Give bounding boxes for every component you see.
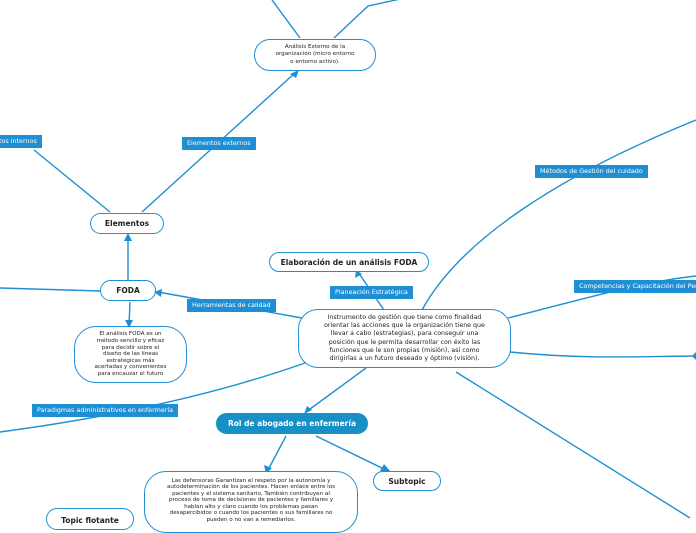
rol-abogado-node[interactable]: Rol de abogado en enfermería	[216, 413, 368, 434]
arrow-foda-desc	[125, 320, 133, 328]
topic-flotante-text: Topic flotante	[61, 516, 119, 525]
elaboracion-text: Elaboración de un análisis FODA	[280, 257, 418, 267]
arrow-subtopic	[380, 464, 390, 471]
defensoras-text: Las defensoras Garantizan el respeto por…	[166, 478, 336, 523]
line-rol-defensoras	[267, 435, 287, 471]
line-central-metodos	[421, 119, 696, 311]
foda-desc-text: El análisis FODA es un método sencillo y…	[94, 331, 167, 377]
arrow-right-edge	[692, 352, 696, 360]
line-analisis-top-right	[333, 0, 400, 39]
rol-abogado-text: Rol de abogado en enfermería	[227, 419, 357, 428]
line-analisis-top-left	[271, 0, 301, 39]
foda-node[interactable]: FODA	[100, 280, 156, 301]
central-text: Instrumento de gestión que tiene como fi…	[324, 313, 485, 362]
subtopic-node[interactable]: Subtopic	[373, 471, 441, 491]
arrow-foda	[154, 289, 162, 297]
subtopic-text: Subtopic	[388, 476, 426, 486]
line-central-rol	[305, 367, 367, 413]
competencias-label[interactable]: Competencias y Capacitación del Personal	[574, 280, 696, 293]
central-node[interactable]: Instrumento de gestión que tiene como fi…	[298, 309, 511, 368]
foda-desc-node[interactable]: El análisis FODA es un método sencillo y…	[74, 326, 187, 383]
line-central-bottom-right	[455, 371, 691, 519]
line-rol-subtopic	[315, 435, 387, 471]
defensoras-node[interactable]: Las defensoras Garantizan el respeto por…	[144, 471, 358, 533]
herramientas-label[interactable]: Herramientas de calidad	[187, 299, 276, 312]
planeacion-label[interactable]: Planeación Estratégica	[330, 286, 413, 299]
arrow-elaboracion	[355, 270, 362, 278]
line-elementos-internos	[33, 149, 111, 213]
arrow-elementos	[124, 233, 132, 241]
paradigmas-label[interactable]: Paradigmas administrativos en enfermería	[32, 404, 179, 417]
analisis-externo-node[interactable]: Análisis Externo de la organización (mic…	[254, 39, 376, 71]
elementos-internos-label[interactable]: Elementos internos	[0, 135, 42, 148]
line-central-right	[509, 351, 696, 358]
elementos-text: Elementos	[104, 219, 150, 228]
foda-text: FODA	[116, 286, 140, 295]
elementos-externos-label[interactable]: Elementos externos	[182, 137, 256, 150]
analisis-externo-text: Análisis Externo de la organización (mic…	[275, 44, 355, 65]
arrow-rol	[304, 406, 312, 414]
line-foda-left	[0, 287, 101, 292]
elementos-node[interactable]: Elementos	[90, 213, 164, 234]
arrow-analisis	[290, 70, 299, 78]
metodos-gestion-label[interactable]: Métodos de Gestión del cuidado	[535, 165, 648, 178]
elaboracion-node[interactable]: Elaboración de un análisis FODA	[269, 252, 429, 272]
topic-flotante-node[interactable]: Topic flotante	[46, 508, 134, 530]
